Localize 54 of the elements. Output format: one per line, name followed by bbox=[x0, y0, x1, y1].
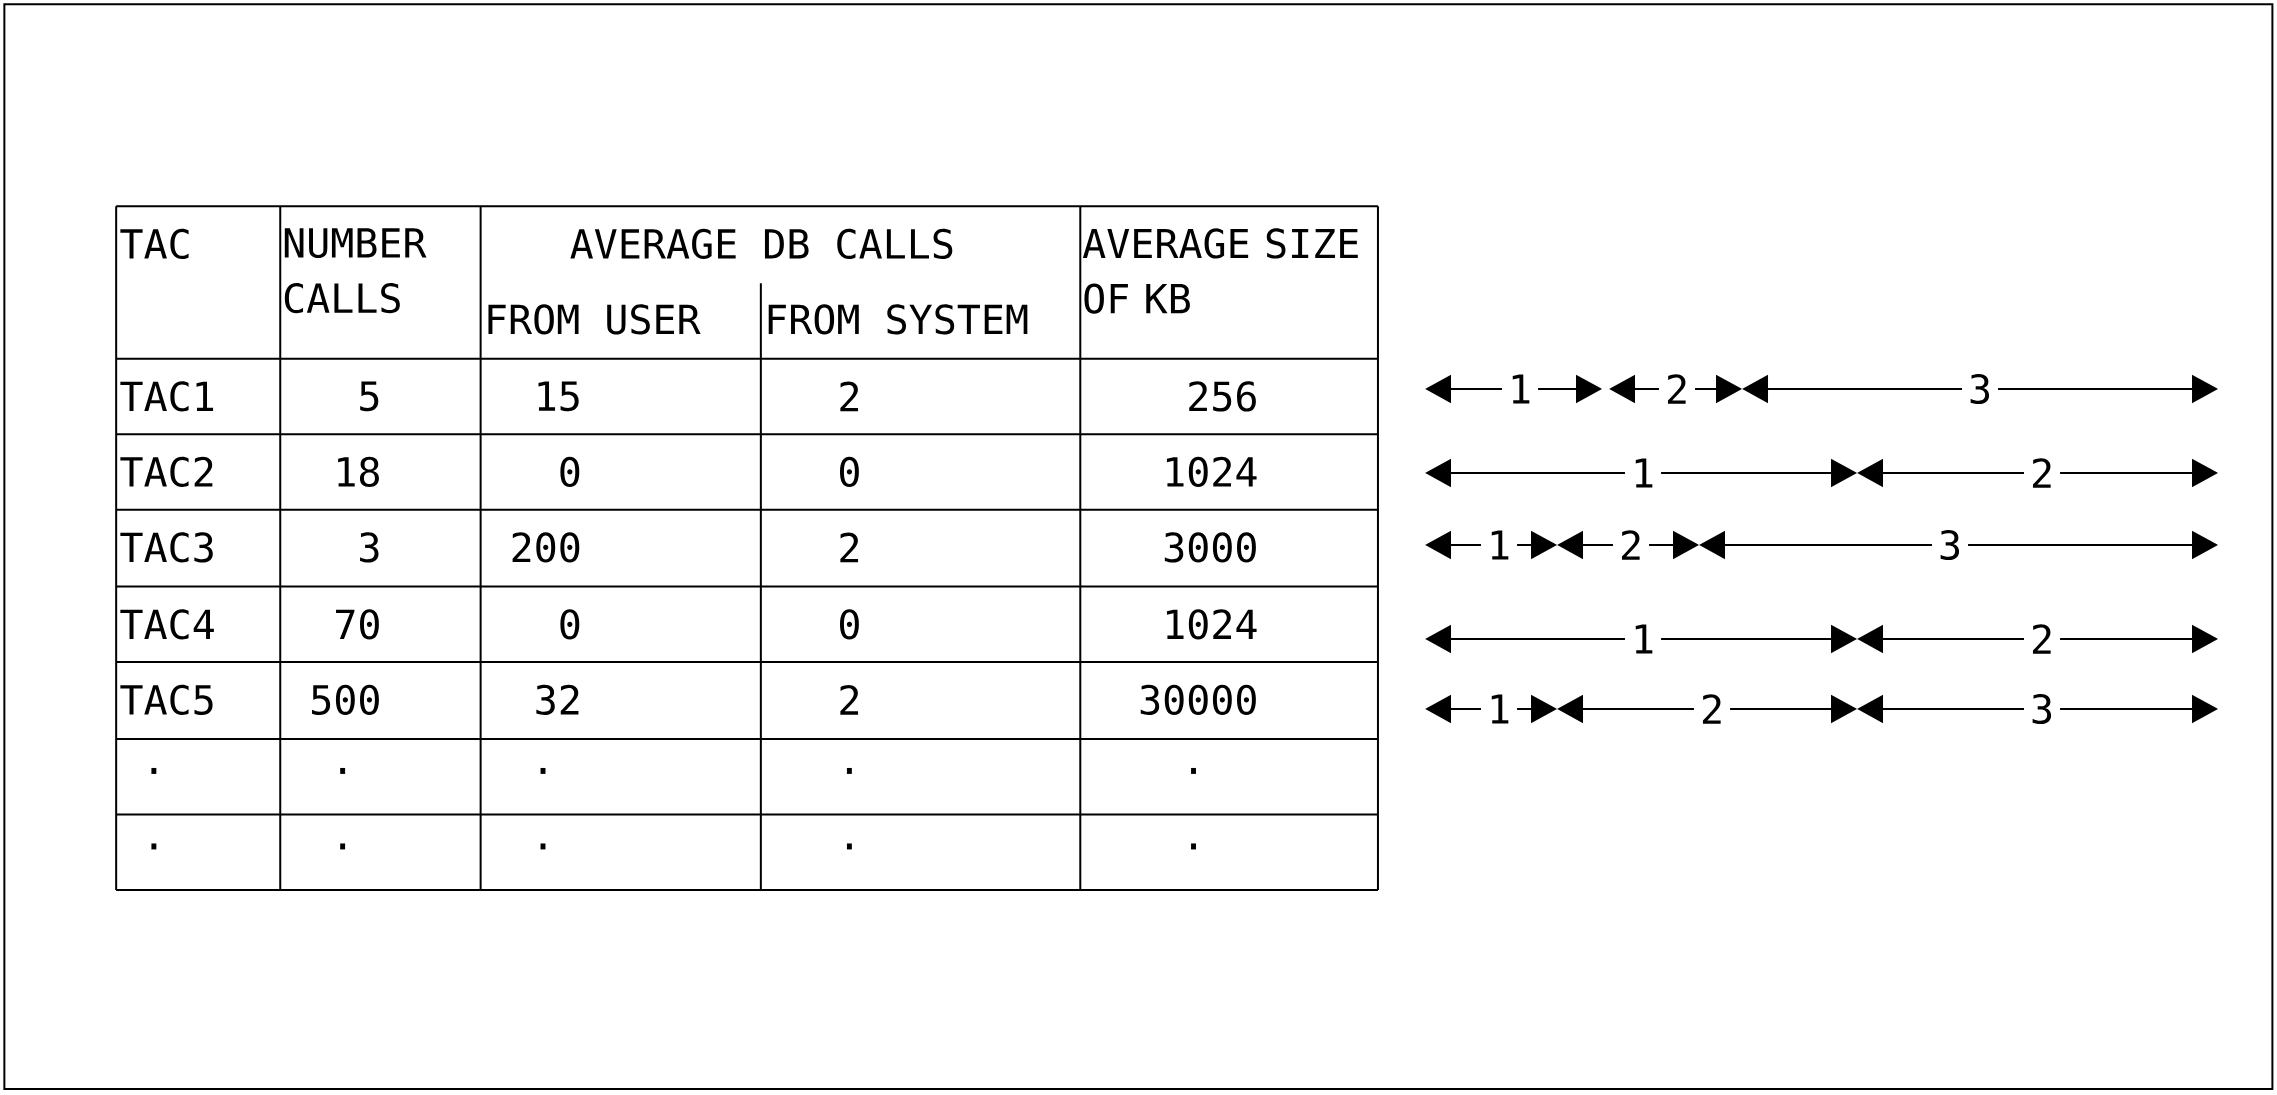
cell-text: TAC1 bbox=[120, 381, 214, 412]
cell-text: 3000 bbox=[1164, 532, 1256, 563]
dimension-label: 1 bbox=[1480, 688, 1518, 730]
cell-text: 2 bbox=[840, 532, 859, 563]
cell-text: 1024 bbox=[1166, 609, 1257, 640]
header-text: TAC bbox=[120, 228, 189, 260]
table-dot: . bbox=[1191, 767, 1196, 774]
cell-text: TAC4 bbox=[120, 609, 214, 640]
cell-text: 15 bbox=[538, 381, 579, 412]
cell-text: TAC2 bbox=[120, 456, 213, 487]
dimension-label: 1 bbox=[1501, 368, 1539, 410]
dimension-label: 2 bbox=[2023, 618, 2061, 660]
cell-text: TAC5 bbox=[120, 684, 213, 715]
dimension-label: 3 bbox=[1932, 523, 1969, 567]
table-dot: . bbox=[540, 767, 546, 774]
table-dot: . bbox=[151, 843, 157, 850]
cell-text: 70 bbox=[336, 609, 379, 640]
table-dot: . bbox=[846, 767, 852, 774]
dimension-label: 2 bbox=[1612, 524, 1650, 566]
cell-text: 30000 bbox=[1140, 684, 1256, 715]
cell-text: 2 bbox=[840, 381, 859, 412]
header-text: FROM SYSTEM bbox=[768, 304, 1028, 335]
cell-text: 0 bbox=[560, 456, 580, 487]
cell-text: 3 bbox=[360, 532, 379, 563]
dimension-label: 1 bbox=[1624, 452, 1662, 494]
cell-text: 0 bbox=[560, 609, 580, 640]
dimension-label: 2 bbox=[2023, 452, 2061, 494]
cell-text: 32 bbox=[536, 684, 579, 715]
cell-text: 5 bbox=[360, 381, 379, 412]
header-text: FROM USER bbox=[488, 304, 701, 335]
cell-text: 200 bbox=[512, 532, 580, 563]
cell-text: 1024 bbox=[1166, 456, 1257, 487]
dimension-label: 2 bbox=[1658, 368, 1696, 410]
dimension-label: 1 bbox=[1624, 618, 1662, 660]
table-dot: . bbox=[1191, 843, 1196, 850]
table-dot: . bbox=[340, 843, 346, 850]
cell-text: 500 bbox=[312, 684, 379, 715]
dimension-label: 3 bbox=[1962, 367, 1999, 411]
cell-text: 18 bbox=[338, 456, 379, 487]
table-dot: . bbox=[340, 767, 346, 774]
table-dot: . bbox=[151, 767, 157, 774]
cell-text: 0 bbox=[840, 609, 859, 640]
cell-text: TAC3 bbox=[120, 532, 213, 563]
header-text: AVERAGE DB CALLS bbox=[570, 228, 953, 260]
cell-text: 256 bbox=[1189, 381, 1256, 412]
dimension-label: 2 bbox=[1693, 688, 1731, 730]
table-dot: . bbox=[540, 843, 546, 850]
header-text: AVERAGE SIZE OF KB bbox=[1082, 228, 1358, 314]
dimension-label: 1 bbox=[1480, 524, 1518, 566]
header-text: NUMBER CALLS bbox=[284, 228, 427, 314]
cell-text: 2 bbox=[840, 685, 859, 715]
table-dot: . bbox=[846, 843, 852, 850]
cell-text: 0 bbox=[840, 456, 859, 487]
dimension-label: 3 bbox=[2023, 687, 2061, 731]
